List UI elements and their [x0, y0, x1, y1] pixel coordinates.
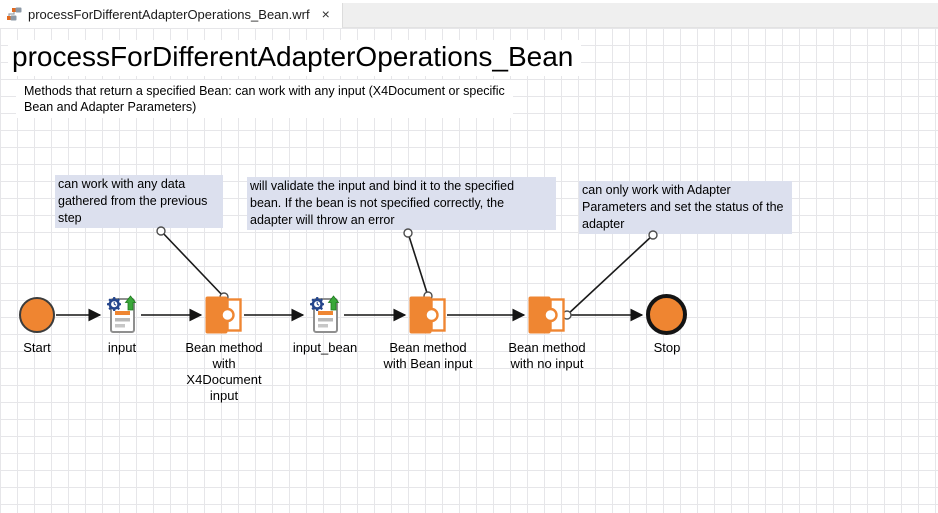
bean-method-node[interactable]: [205, 296, 243, 339]
upload-arrow-icon: [327, 295, 340, 311]
annotation-connector[interactable]: [160, 230, 225, 298]
tab-process-wrf[interactable]: processForDifferentAdapterOperations_Bea…: [0, 0, 342, 28]
gear-icon: [310, 297, 324, 311]
annotation-connector[interactable]: [566, 234, 654, 316]
puzzle-icon: [409, 296, 446, 334]
connector-layer: [56, 226, 658, 322]
input-document-node[interactable]: [104, 294, 140, 339]
tab-close-icon[interactable]: ×: [321, 6, 330, 22]
tab-bar: processForDifferentAdapterOperations_Bea…: [0, 0, 938, 28]
tab-title: processForDifferentAdapterOperations_Bea…: [28, 6, 310, 22]
annotation-note[interactable]: can only work with Adapter Parameters an…: [579, 181, 792, 234]
node-label-input-bean: input_bean: [292, 340, 358, 355]
bean-method-node[interactable]: [409, 296, 447, 339]
connector-handle[interactable]: [648, 230, 658, 240]
puzzle-icon: [205, 296, 242, 334]
bean-method-node[interactable]: [528, 296, 566, 339]
tab-bar-empty-area: [341, 3, 938, 28]
connector-handle[interactable]: [403, 228, 413, 238]
annotation-note[interactable]: will validate the input and bind it to t…: [247, 177, 556, 230]
node-label-start: Start: [23, 340, 51, 355]
workflow-file-icon: [6, 6, 22, 22]
node-label-stop: Stop: [653, 340, 681, 355]
gear-icon: [107, 297, 121, 311]
connector-handle[interactable]: [156, 226, 166, 236]
node-label-bean-input: Bean method with Bean input: [383, 340, 473, 371]
stop-node[interactable]: [646, 294, 687, 335]
node-label-bean-x4doc: Bean method with X4Document input: [185, 340, 263, 403]
annotation-note[interactable]: can work with any data gathered from the…: [55, 175, 223, 228]
upload-arrow-icon: [124, 295, 137, 311]
page-title: processForDifferentAdapterOperations_Bea…: [8, 40, 582, 76]
annotation-connector[interactable]: [407, 232, 429, 297]
workflow-canvas[interactable]: processForDifferentAdapterOperations_Bea…: [0, 28, 938, 513]
document-icon: [310, 295, 340, 333]
node-label-input: input: [107, 340, 137, 355]
diagram-note: Methods that return a specified Bean: ca…: [16, 80, 513, 118]
document-icon: [107, 295, 137, 333]
input-bean-document-node[interactable]: [307, 294, 343, 339]
node-label-bean-noinput: Bean method with no input: [508, 340, 586, 371]
puzzle-icon: [528, 296, 565, 334]
start-node[interactable]: [19, 297, 55, 333]
